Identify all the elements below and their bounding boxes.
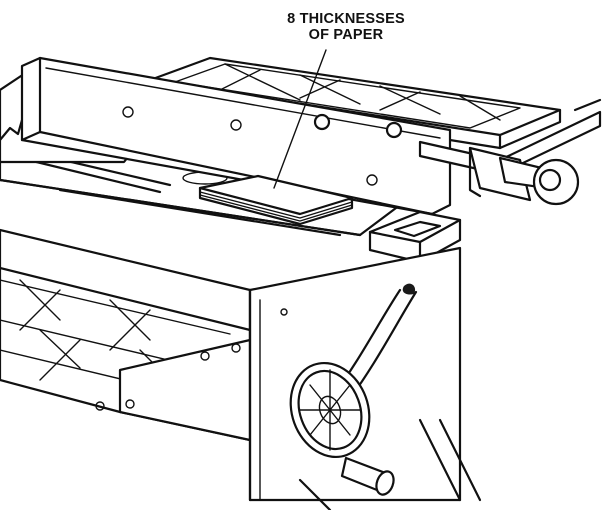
callout-leader [273,49,327,189]
callout-label-line1: 8 THICKNESSES [287,11,405,27]
hand-wheel [289,361,395,510]
paper-stack [198,174,354,226]
rip-fence [20,56,452,216]
left-extension-table [0,228,252,442]
callout-label-line2: OF PAPER [308,27,384,43]
fence-guide-rail [418,98,602,206]
saw-cabinet [248,246,482,502]
callout-label: 8 THICKNESSES OF PAPER [246,11,446,43]
